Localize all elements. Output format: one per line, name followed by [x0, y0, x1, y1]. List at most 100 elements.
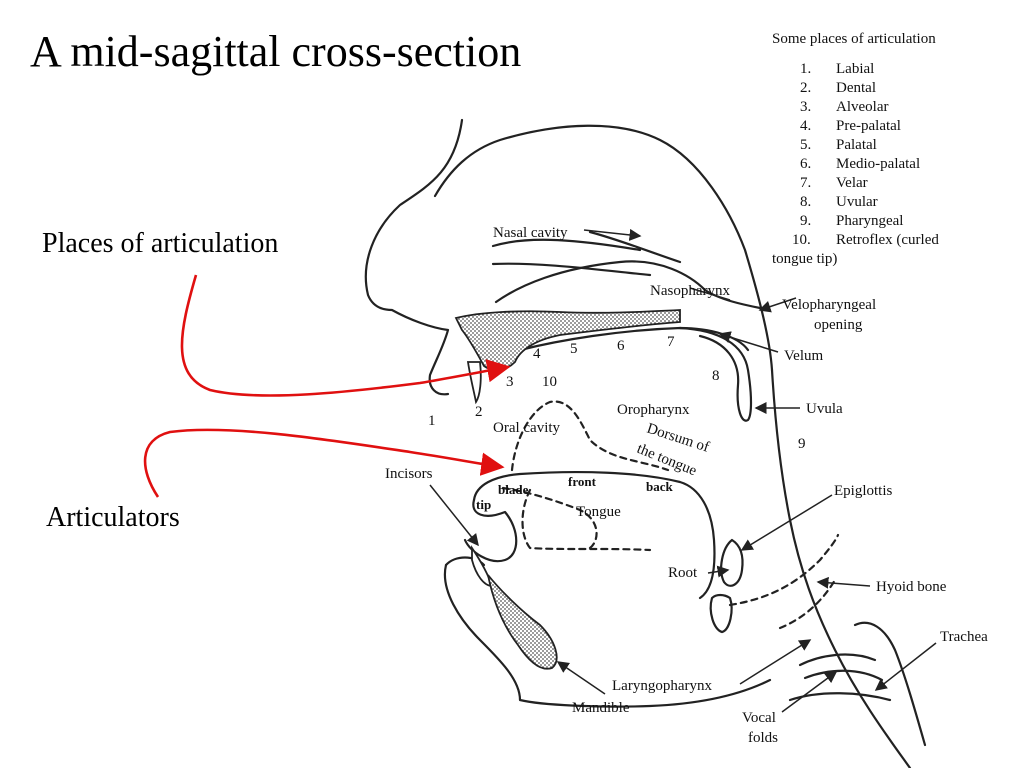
legend-name: Medio-palatal	[836, 156, 921, 172]
legend-number: 1.	[800, 61, 812, 77]
leader-line	[740, 494, 833, 551]
vocal-folds-label: Vocal	[742, 710, 776, 726]
articulators-label: Articulators	[46, 502, 180, 533]
nasal-turbinate	[588, 230, 682, 264]
blade-label: blade	[498, 482, 529, 497]
leader-line	[758, 297, 797, 313]
leader-line	[781, 671, 838, 713]
leader-line	[429, 484, 479, 547]
front-label: front	[568, 474, 597, 489]
larynx-inner	[788, 692, 892, 702]
place-number-6: 6	[617, 338, 625, 354]
leader-line	[583, 228, 642, 241]
hyoid-bone-label: Hyoid bone	[876, 579, 947, 595]
legend-item: 2. Dental	[772, 79, 939, 98]
vocal-fold	[798, 653, 877, 667]
legend-number: 10.	[792, 232, 811, 248]
leader-line	[874, 642, 937, 691]
place-number-5: 5	[570, 341, 578, 357]
legend-item: 10. Retroflex (curled	[772, 231, 939, 250]
place-number-3: 3	[506, 374, 514, 390]
back-label: back	[646, 479, 674, 494]
hard-palate-shading	[454, 309, 681, 371]
tongue-label: Tongue	[576, 504, 621, 520]
hyoid-dashed	[728, 533, 840, 607]
legend-name: Uvular	[836, 194, 878, 210]
tongue-outline	[472, 470, 716, 600]
legend-item: 6. Medio-palatal	[772, 155, 939, 174]
legend-number: 4.	[800, 118, 812, 134]
legend-name: Alveolar	[836, 99, 889, 115]
places-of-articulation-label: Places of articulation	[42, 228, 279, 259]
legend-number: 8.	[800, 194, 812, 210]
nasal-cavity-label: Nasal cavity	[493, 225, 568, 241]
epiglottis	[720, 538, 744, 587]
leader-line	[816, 576, 871, 589]
oral-cavity-label: Oral cavity	[493, 420, 561, 436]
incisors-label: Incisors	[385, 466, 433, 482]
legend-name: Labial	[836, 61, 875, 77]
velum	[678, 326, 753, 422]
hyoid-dashed	[778, 578, 837, 630]
vocal-folds-label-2: folds	[748, 730, 778, 746]
place-number-10: 10	[542, 374, 557, 390]
larynx-outline	[853, 621, 927, 747]
place-number-8: 8	[712, 368, 720, 384]
leader-line	[556, 661, 606, 695]
nasal-turbinate	[491, 238, 642, 252]
slide-title: A mid-sagittal cross-section	[30, 27, 522, 76]
place-number-7: 7	[667, 334, 675, 350]
place-number-4: 4	[533, 346, 541, 362]
tongue-dashed	[521, 488, 652, 552]
legend-number: 9.	[800, 213, 812, 229]
legend-number: 6.	[800, 156, 812, 172]
legend-name: Pharyngeal	[836, 213, 904, 229]
legend-item: 8. Uvular	[772, 193, 939, 212]
places-arrow	[180, 274, 511, 397]
skull-outline	[494, 260, 762, 310]
legend-item: 3. Alveolar	[772, 98, 939, 117]
leader-line	[707, 565, 730, 578]
legend-number: 5.	[800, 137, 812, 153]
hyoid-bone	[709, 593, 733, 634]
trachea-label: Trachea	[940, 629, 988, 645]
legend-item: 4. Pre-palatal	[772, 117, 939, 136]
upper-incisor	[466, 361, 482, 405]
nasal-turbinate	[491, 262, 652, 277]
oral-cavity-dashed	[510, 400, 670, 472]
chin-outline	[443, 563, 772, 708]
oropharynx-label: Oropharynx	[617, 402, 690, 418]
legend-item: 1. Labial	[772, 60, 939, 79]
legend-number: 7.	[800, 175, 812, 191]
vocal-fold	[803, 669, 884, 682]
mandible-shading	[487, 574, 558, 670]
leader-line	[718, 331, 779, 353]
legend-name: Palatal	[836, 137, 877, 153]
root-label: Root	[668, 565, 698, 581]
nasal-roof	[433, 124, 774, 372]
legend-item: 7.Velar	[772, 174, 939, 193]
articulators-arrow	[143, 428, 505, 498]
velopharyngeal-label: Velopharyngeal	[782, 297, 876, 313]
legend-item: 9. Pharyngeal	[772, 212, 939, 231]
legend-name: Dental	[836, 80, 876, 96]
legend-number: 2.	[800, 80, 812, 96]
legend-item: 5. Palatal	[772, 136, 939, 155]
legend-name: Retroflex (curled	[836, 232, 939, 248]
tongue-dashed	[501, 486, 598, 550]
articulation-legend: Some places of articulation 1.Labial 2.D…	[772, 30, 939, 269]
legend-number: 3.	[800, 99, 812, 115]
leader-line	[689, 287, 731, 301]
opening-label: opening	[814, 317, 863, 333]
laryngopharynx-label: Laryngopharynx	[612, 678, 712, 694]
legend-name: Pre-palatal	[836, 118, 901, 134]
tongue-underside	[463, 498, 518, 563]
pharyngeal-wall	[770, 368, 912, 768]
tip-label: tip	[476, 497, 491, 512]
legend-name-continued: tongue tip)	[772, 251, 838, 267]
face-outline	[364, 118, 464, 396]
place-number-1: 1	[428, 413, 436, 429]
legend-list: 1. Labial 2. Dental 3. Alveolar 4. Pre-palat…	[772, 60, 939, 250]
leader-line	[739, 639, 812, 685]
